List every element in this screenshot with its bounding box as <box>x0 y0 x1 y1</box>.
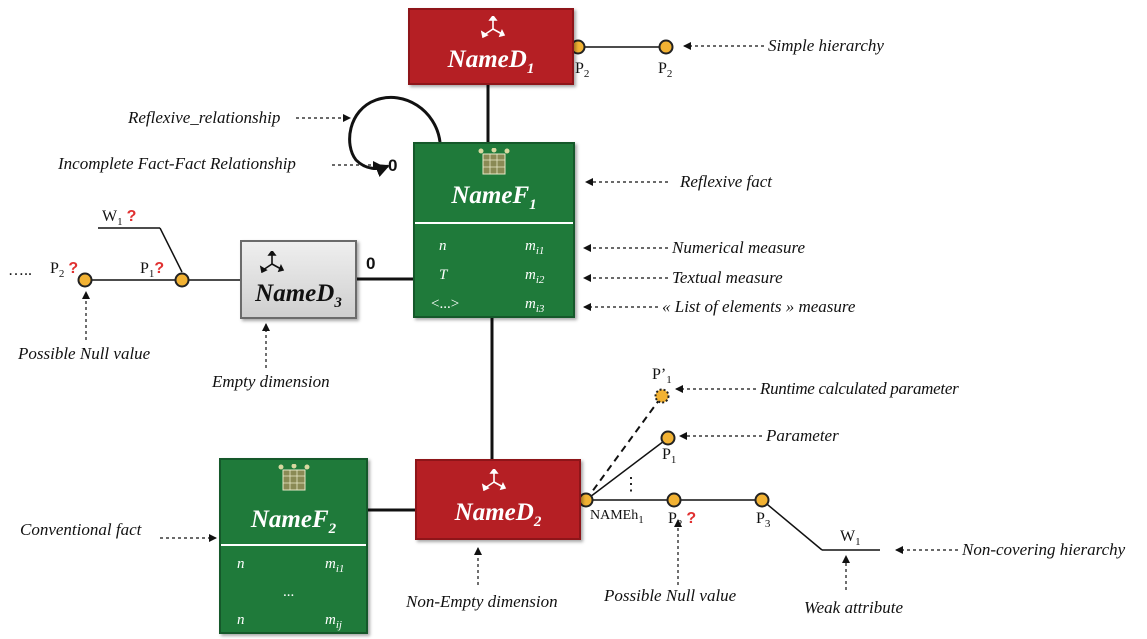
annotation-numerical-measure: Numerical measure <box>672 238 805 257</box>
d2-runtime-node <box>654 388 670 404</box>
fact-f1[interactable]: NameF1 n mi1 T mi2 <...> mi3 <box>413 142 575 318</box>
d1-p2-label: P2 <box>658 60 673 81</box>
dimension-d1[interactable]: NameD1 <box>408 8 574 85</box>
d3-weak-link <box>159 227 183 273</box>
annotation-reflexive-fact: Reflexive fact <box>680 172 773 191</box>
dimension-axes-icon <box>481 469 507 491</box>
fact-cube-icon <box>278 464 310 491</box>
d2-p2-node <box>666 492 682 508</box>
d2-p3-label: P3 <box>756 510 771 531</box>
fact-f2[interactable]: NameF2 n mi1 ... n mij <box>219 458 368 634</box>
annotation-incomplete-relationship: Incomplete Fact-Fact Relationship <box>58 154 296 173</box>
dimension-axes-icon <box>259 251 285 273</box>
d2-p2-label: P2 ? <box>668 510 697 531</box>
d3-p1-label: P1? <box>140 260 165 281</box>
fact-f2-measure: mi1 <box>325 556 345 575</box>
dimension-d3-name: NameD3 <box>255 280 342 311</box>
d2-w1-label: W1 <box>840 528 861 549</box>
fact-f1-measure: mi2 <box>525 267 545 286</box>
d2-hierarchy-node <box>578 492 594 508</box>
d2-runtime-param-label: P’1 <box>652 366 672 387</box>
fact-f1-measure: mi3 <box>525 296 545 315</box>
annotation-possible-null-left: Possible Null value <box>18 344 151 363</box>
d2-p1-label: P1 <box>662 446 677 467</box>
dimension-d1-name: NameD1 <box>447 46 535 77</box>
annotation-textual-measure: Textual measure <box>672 268 783 287</box>
fact-f2-measure: mij <box>325 612 342 631</box>
d2-param-edge <box>585 437 669 501</box>
d2-hierarchy-label: NAMEh1 <box>590 508 644 526</box>
fact-f1-measure-type: <...> <box>431 296 460 312</box>
annotation-possible-null-bottom: Possible Null value <box>604 586 737 605</box>
annotation-non-covering-hierarchy: Non-covering hierarchy <box>962 540 1126 559</box>
reflexive-cardinality: 0 <box>388 156 398 175</box>
dimension-d2[interactable]: NameD2 <box>415 459 581 540</box>
fact-f1-measure-type: T <box>439 267 448 283</box>
fact-f1-separator <box>415 222 573 224</box>
fact-f1-name: NameF1 <box>451 182 537 213</box>
fact-f2-name: NameF2 <box>250 506 337 537</box>
dimension-d2-name: NameD2 <box>454 499 542 530</box>
fact-f2-separator <box>221 544 366 546</box>
d3-w1-label: W1 ? <box>102 208 137 229</box>
d3-p2-label: P2 ? <box>50 260 79 281</box>
annotation-reflexive-relationship: Reflexive_relationship <box>128 108 281 127</box>
d1-p2-node <box>658 39 674 55</box>
d2-p1-node <box>660 430 676 446</box>
fact-f1-measure: mi1 <box>525 238 545 257</box>
annotation-runtime-parameter: Runtime calculated parameter <box>760 379 959 398</box>
annotation-non-empty-dimension: Non-Empty dimension <box>406 592 558 611</box>
fact-f2-ellipsis: ... <box>283 584 295 600</box>
fact-f2-measure-type: n <box>237 612 245 628</box>
fact-cube-icon <box>478 148 510 175</box>
dimension-d3[interactable]: NameD3 <box>240 240 357 319</box>
reflexive-loop <box>348 95 442 177</box>
d1-p2-label: P2 <box>575 60 590 81</box>
d3-p2-node <box>77 272 93 288</box>
d2-p3-node <box>754 492 770 508</box>
dimension-axes-icon <box>480 16 506 38</box>
annotation-weak-attribute: Weak attribute <box>804 598 903 617</box>
annotation-list-measure: « List of elements » measure <box>662 297 856 316</box>
d3-p1-node <box>174 272 190 288</box>
annotation-empty-dimension: Empty dimension <box>212 372 330 391</box>
d3-continuation-dots: ….. <box>8 262 32 279</box>
annotation-simple-hierarchy: Simple hierarchy <box>768 36 884 55</box>
d2-runtime-edge <box>585 395 663 501</box>
annotation-parameter: Parameter <box>766 426 839 445</box>
d2-weak-edge <box>761 499 823 551</box>
fact-f2-measure-type: n <box>237 556 245 572</box>
fact-f1-measure-type: n <box>439 238 447 254</box>
d3-cardinality: 0 <box>366 254 376 273</box>
d2-vertical-dots: ⋮ <box>622 474 640 494</box>
annotation-conventional-fact: Conventional fact <box>20 520 142 539</box>
